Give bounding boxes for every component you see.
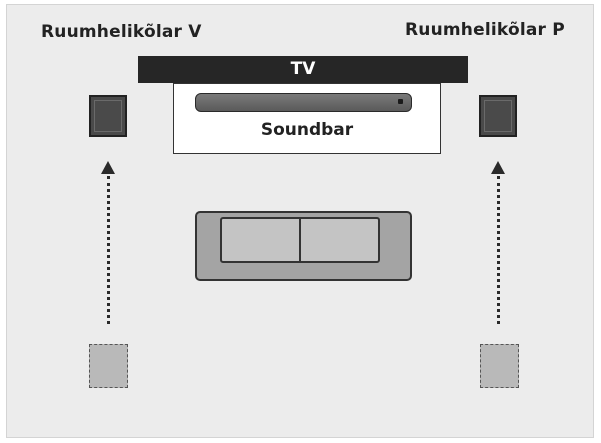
right-speaker-original-position-icon — [480, 344, 519, 388]
left-speaker-icon — [89, 95, 127, 137]
tv-bar: TV — [138, 56, 468, 83]
sofa-icon — [195, 211, 412, 281]
sofa-cushion-right — [299, 217, 380, 263]
right-speaker-label: Ruumhelikõlar P — [405, 20, 565, 40]
right-speaker-icon — [479, 95, 517, 137]
left-speaker-label: Ruumhelikõlar V — [41, 22, 202, 42]
right-dotted-arrow-line — [497, 176, 500, 324]
sofa-cushion-left — [220, 217, 301, 263]
soundbar-icon — [195, 93, 412, 112]
right-arrow-head-icon — [491, 161, 505, 174]
left-arrow-head-icon — [101, 161, 115, 174]
left-speaker-original-position-icon — [89, 344, 128, 388]
left-dotted-arrow-line — [107, 176, 110, 324]
soundbar-label: Soundbar — [260, 120, 354, 140]
